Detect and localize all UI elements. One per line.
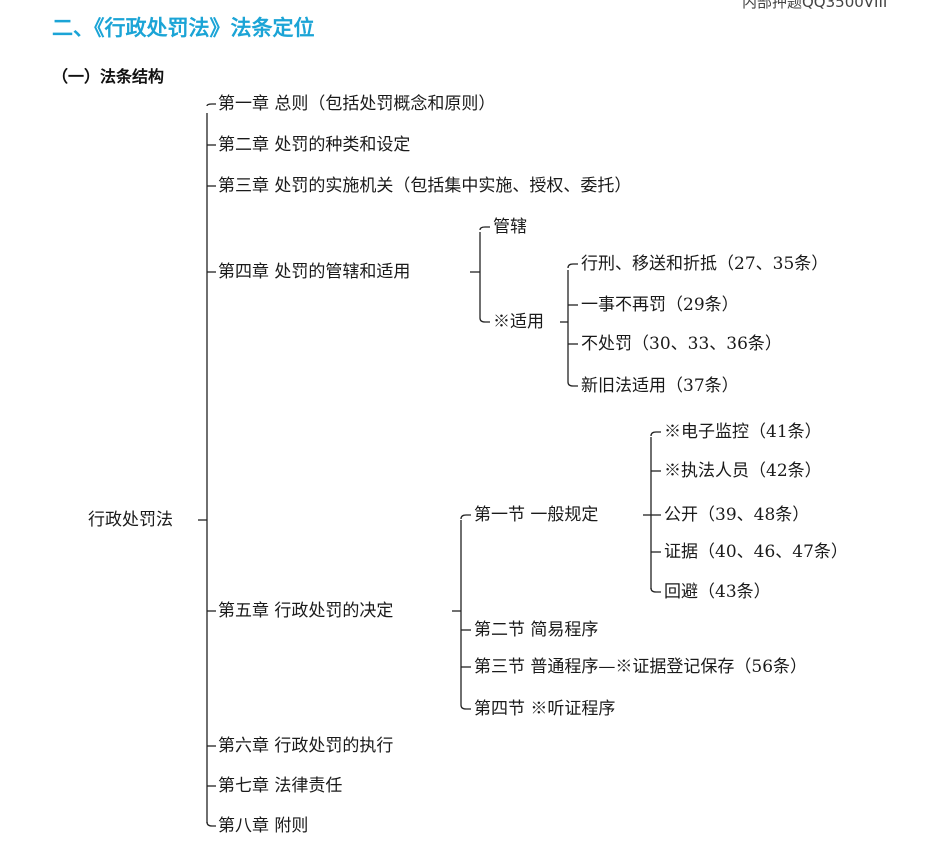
chapter-6-label: 第六章 行政处罚的执行 — [218, 736, 394, 756]
jurisdiction-label: 管辖 — [493, 217, 527, 237]
connector-s1 — [460, 514, 471, 520]
general-item-2: ※执法人员（42条） — [664, 461, 822, 481]
section-1-label: 第一节 一般规定 — [474, 505, 599, 525]
connector-s4 — [460, 704, 471, 710]
general-item-5: 回避（43条） — [664, 582, 771, 602]
connector-application — [479, 317, 490, 323]
application-item-4: 新旧法适用（37条） — [581, 376, 739, 396]
application-item-3: 不处罚（30、33、36条） — [581, 334, 782, 354]
application-label: ※适用 — [493, 312, 544, 332]
connector-ch8 — [206, 821, 216, 827]
chapter-5-label: 第五章 行政处罚的决定 — [218, 601, 394, 621]
connector-jurisdiction — [479, 226, 490, 231]
chapter-4-label: 第四章 处罚的管辖和适用 — [218, 262, 411, 282]
general-item-4: 证据（40、46、47条） — [664, 542, 848, 562]
chapter-2-label: 第二章 处罚的种类和设定 — [218, 135, 411, 155]
page-title: 二、《行政处罚法》法条定位 — [52, 16, 315, 40]
chapter-7-label: 第七章 法律责任 — [218, 776, 343, 796]
chapter-8-label: 第八章 附则 — [218, 816, 309, 836]
section-4-label: 第四节 ※听证程序 — [474, 699, 616, 719]
section-2-label: 第二节 简易程序 — [474, 620, 599, 640]
connector-g1 — [650, 431, 661, 437]
application-item-2: 一事不再罚（29条） — [581, 295, 739, 315]
tree-root-label: 行政处罚法 — [88, 510, 173, 530]
connector-g5 — [650, 587, 661, 593]
general-item-3: 公开（39、48条） — [664, 505, 810, 525]
connector-a1 — [567, 263, 578, 269]
general-item-1: ※电子监控（41条） — [664, 422, 822, 442]
chapter-3-label: 第三章 处罚的实施机关（包括集中实施、授权、委托） — [218, 176, 632, 196]
connector-a4 — [567, 381, 578, 387]
section-title: （一）法条结构 — [52, 67, 165, 86]
watermark-text: 内部押题QQ3500VIII — [742, 0, 888, 9]
section-3-label: 第三节 普通程序—※证据登记保存（56条） — [474, 657, 808, 677]
application-item-1: 行刑、移送和折抵（27、35条） — [581, 254, 829, 274]
connector-ch1 — [206, 103, 216, 107]
chapter-1-label: 第一章 总则（包括处罚概念和原则） — [218, 94, 496, 114]
